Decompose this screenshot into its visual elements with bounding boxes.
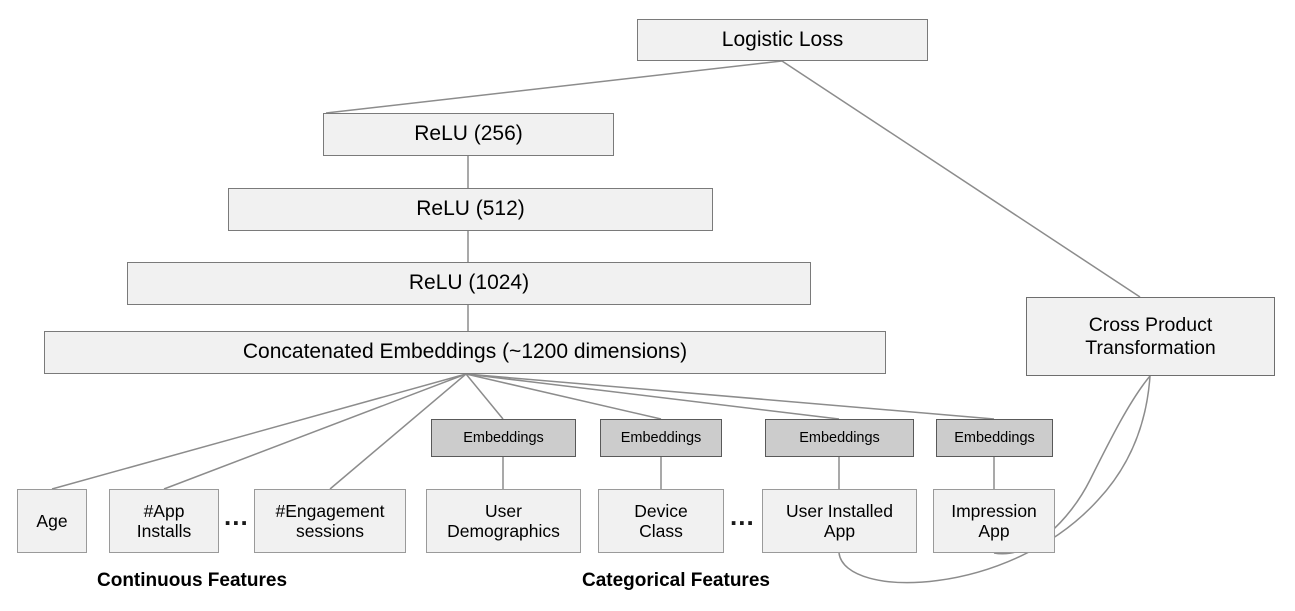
node-concatenated-embeddings[interactable]: Concatenated Embeddings (~1200 dimension… [44,331,886,374]
ellipsis-continuous: ... [224,501,249,531]
edge-loss-to-cross [781,60,1141,298]
feature-impression-app[interactable]: Impression App [933,489,1055,553]
node-relu-1024[interactable]: ReLU (1024) [127,262,811,305]
edge-installed-app-to-cross [838,375,1151,584]
group-label-continuous-features: Continuous Features [97,570,288,591]
edge-concat-to-app-installs [163,373,467,490]
embeddings-device-class[interactable]: Embeddings [600,419,722,457]
feature-age[interactable]: Age [17,489,87,553]
feature-user-installed-app[interactable]: User Installed App [762,489,917,553]
edge-concat-to-emb-demographics [465,373,504,420]
feature-user-demographics[interactable]: User Demographics [426,489,581,553]
feature-app-installs[interactable]: #App Installs [109,489,219,553]
node-relu-256[interactable]: ReLU (256) [323,113,614,156]
embeddings-user-installed-app[interactable]: Embeddings [765,419,914,457]
edge-concat-to-age [51,373,467,490]
edge-concat-to-emb-installed [465,373,840,420]
edge-concat-to-emb-impression [465,373,995,420]
embeddings-impression-app[interactable]: Embeddings [936,419,1053,457]
ellipsis-categorical: ... [730,501,755,531]
edge-loss-to-relu256 [325,60,783,114]
edge-concat-to-emb-device [465,373,662,420]
node-cross-product-transformation[interactable]: Cross Product Transformation [1026,297,1275,376]
edge-concat-to-engagement [329,373,467,490]
feature-engagement-sessions[interactable]: #Engagement sessions [254,489,406,553]
embeddings-user-demographics[interactable]: Embeddings [431,419,576,457]
group-label-categorical-features: Categorical Features [582,570,770,591]
feature-device-class[interactable]: Device Class [598,489,724,553]
node-relu-512[interactable]: ReLU (512) [228,188,713,231]
node-logistic-loss[interactable]: Logistic Loss [637,19,928,61]
